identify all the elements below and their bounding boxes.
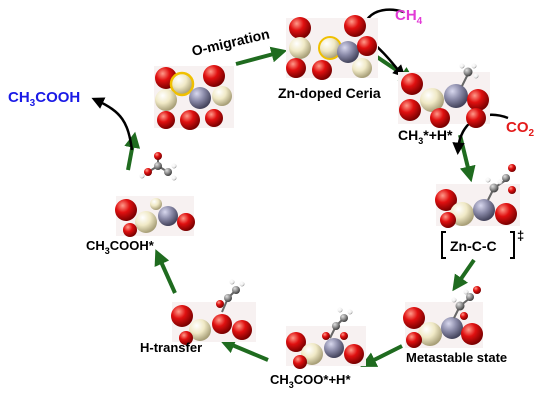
arrow-htransfer-to-ch3coohstar: [154, 249, 177, 294]
label-ts-mark: ‡: [517, 228, 524, 243]
structure-metastable: [403, 286, 483, 348]
label-zn-doped-ceria: Zn-doped Ceria: [278, 85, 381, 101]
product-release-arrow: [91, 97, 134, 151]
arrow-metastable-to-ch3coo: [360, 344, 403, 367]
arrow-omigration: [235, 46, 288, 66]
ball-stick-molecule-icon: [332, 322, 340, 330]
cycle-arrows: [124, 46, 476, 367]
structure-ch3coo-h: [286, 307, 366, 369]
ball-stick-molecule-icon: [455, 301, 465, 311]
label-product-ch3cooh: CH3COOH: [8, 89, 80, 109]
label-zn-c-c-bracket: [441, 231, 515, 259]
structure-o-migration: [154, 65, 234, 130]
structure-h-transfer: [171, 279, 256, 345]
label-ch3-h: CH3*+H*: [398, 127, 453, 146]
ball-stick-molecule-icon: [224, 294, 232, 302]
arrow-ch3coo-to-htransfer: [219, 338, 269, 362]
free-acetic-acid-molecule: [139, 152, 177, 181]
arrow-ts-to-metastable: [452, 258, 476, 292]
structure-zn-doped-ceria: [286, 15, 378, 80]
arrow-ch3coohstar-to-omig: [124, 131, 141, 171]
label-co2: CO2: [506, 119, 535, 139]
label-metastable: Metastable state: [406, 350, 507, 365]
label-o-migration: O-migration: [190, 25, 271, 58]
label-zn-c-c: Zn-C-C: [450, 238, 497, 254]
ball-stick-molecule-icon: [489, 183, 499, 193]
label-ch3coo-h: CH3COO*+H*: [270, 372, 351, 390]
structure-ch3cooh-star: [115, 196, 195, 237]
structure-zn-c-c: [435, 164, 520, 228]
structure-ch3-h: [398, 63, 490, 128]
ball-stick-molecule-icon: [463, 67, 473, 77]
label-ch4: CH4: [395, 7, 423, 27]
arrow-ch3-to-ts: [458, 134, 476, 183]
label-h-transfer: H-transfer: [140, 340, 202, 355]
ball-stick-molecule-icon: [154, 162, 162, 170]
label-ch3cooh-star: CH3COOH*: [86, 238, 155, 256]
